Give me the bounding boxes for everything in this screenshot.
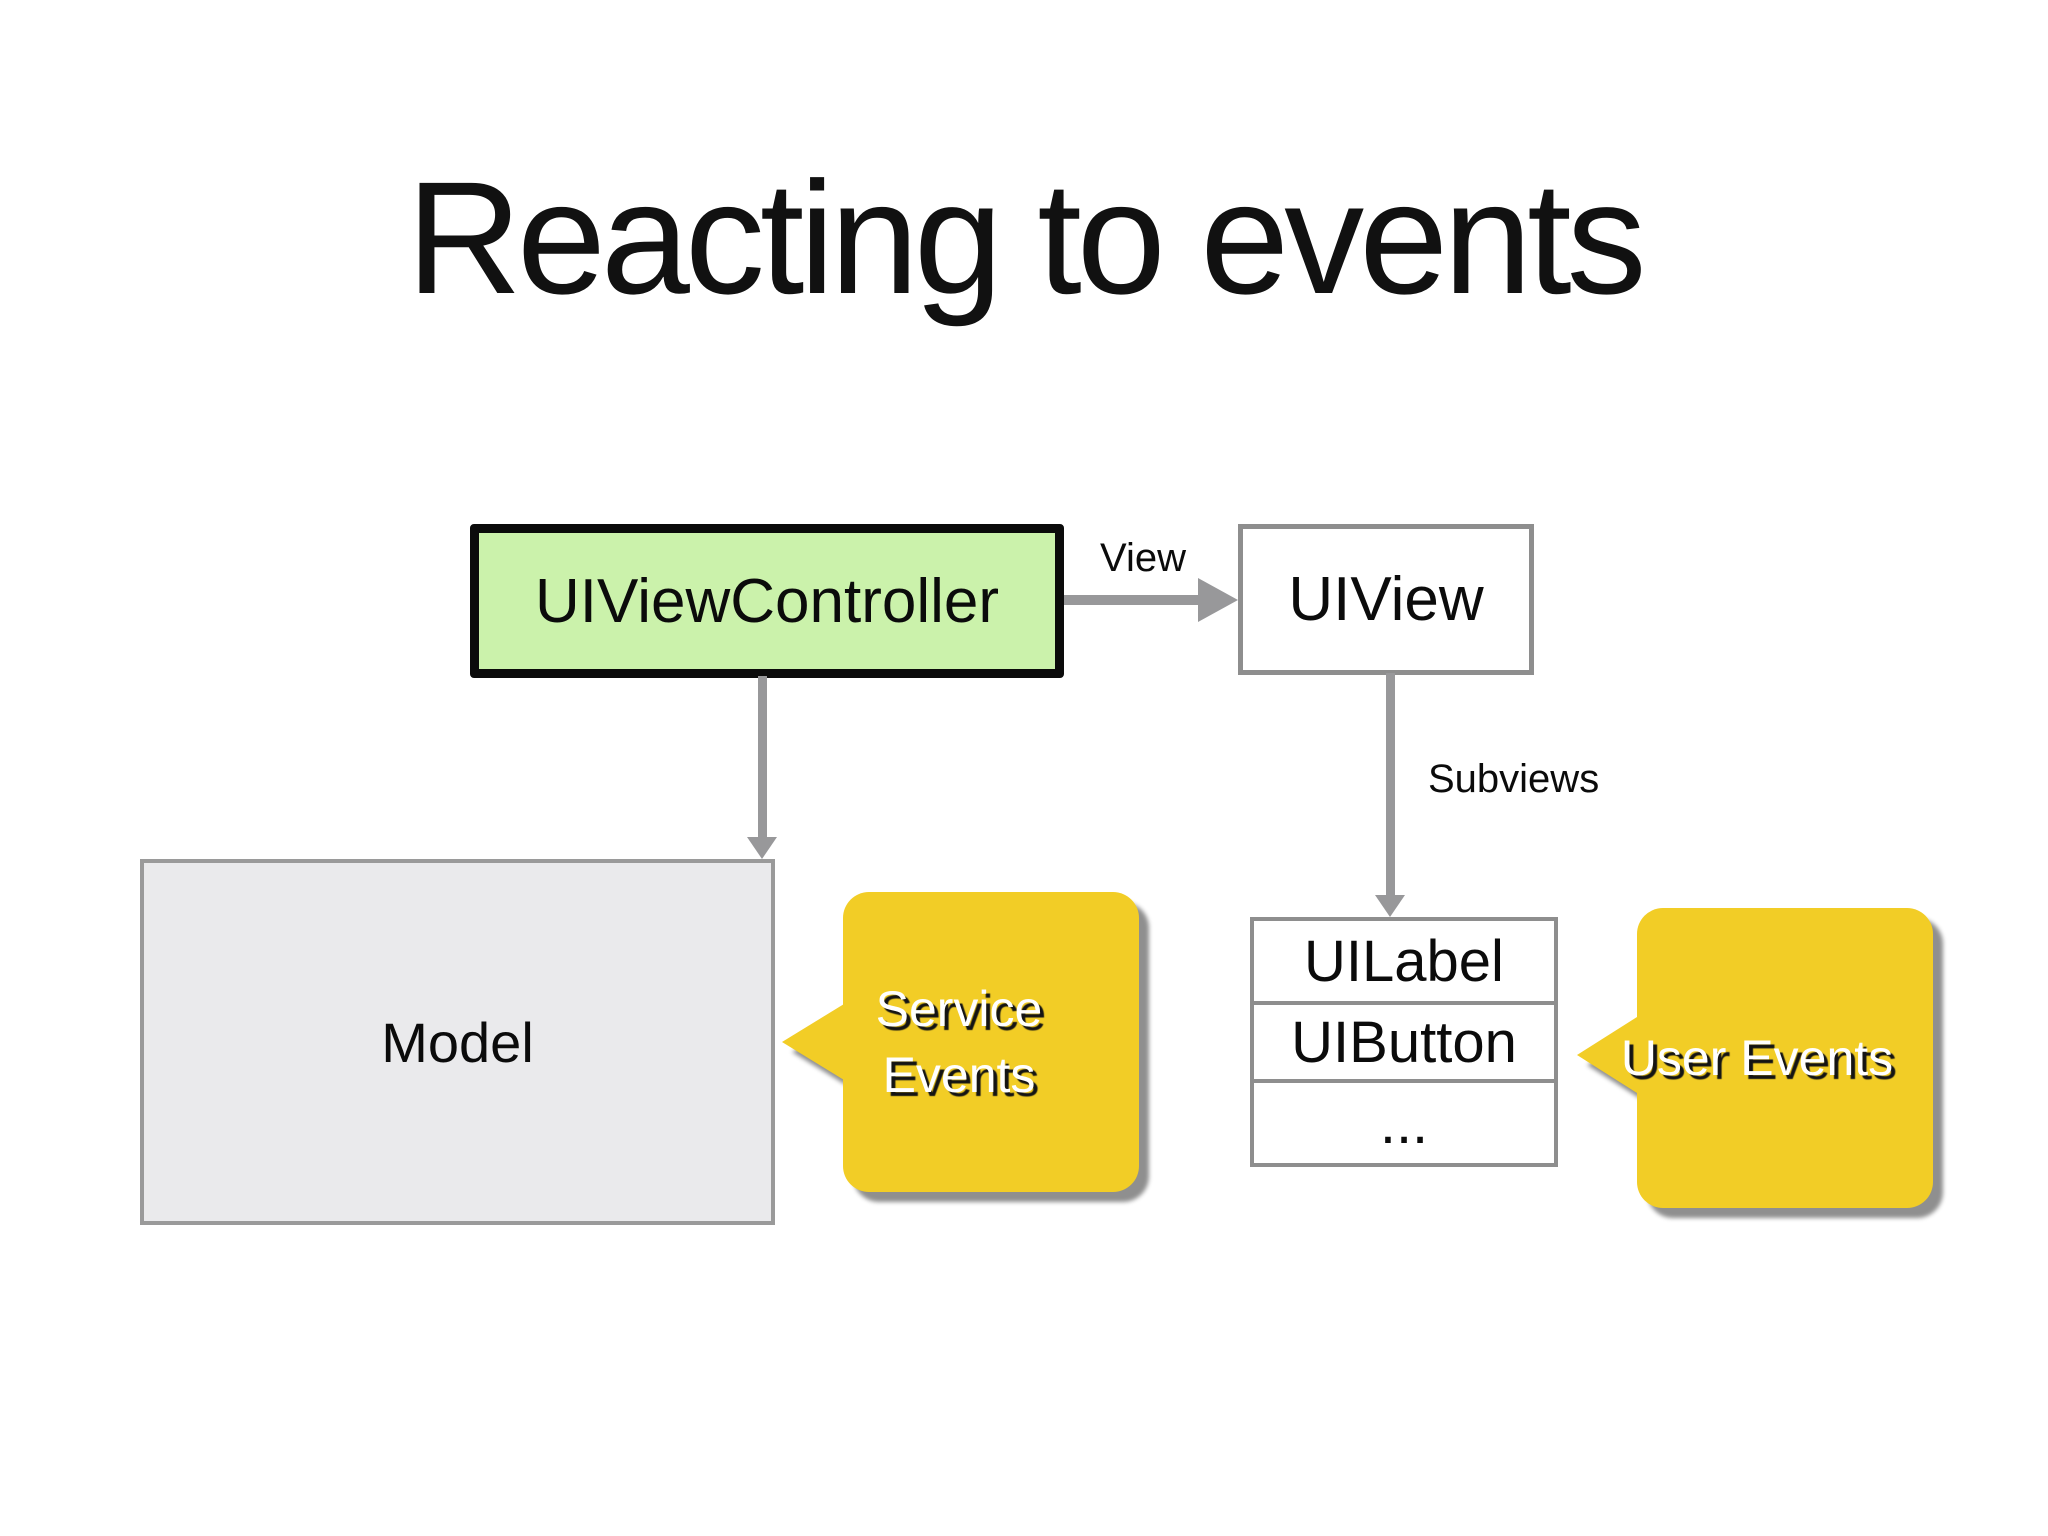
service-events-callout: Service Events [782, 892, 1139, 1192]
user-callout-body [1637, 908, 1933, 1208]
user-callout-label: User Events [1609, 908, 1905, 1208]
service-callout-line2: Events [882, 1047, 1036, 1103]
uiview-label: UIView [1288, 565, 1484, 634]
uiviewcontroller-box: UIViewController [470, 524, 1064, 678]
subviews-arrow-head-icon [1375, 895, 1405, 917]
model-box: Model [140, 859, 775, 1225]
subviews-table: UILabel UIButton ... [1250, 917, 1558, 1167]
slide-title: Reacting to events [406, 148, 1646, 327]
user-events-callout: User Events [1577, 908, 1933, 1208]
table-row-ellipsis: ... [1254, 1079, 1554, 1163]
model-label: Model [381, 1010, 534, 1074]
table-row-uilabel: UILabel [1254, 921, 1554, 1001]
view-edge-label: View [1100, 536, 1186, 580]
table-row-uibutton-text: UIButton [1291, 1009, 1517, 1075]
table-row-uilabel-text: UILabel [1304, 928, 1504, 994]
view-arrow-head-icon [1198, 578, 1238, 622]
uiviewcontroller-label: UIViewController [534, 566, 1000, 636]
controller-model-arrow-head-icon [747, 837, 777, 859]
service-callout-label: Service Events [811, 892, 1107, 1192]
user-callout-tail-icon [1577, 1017, 1637, 1093]
subviews-edge-label: Subviews [1428, 757, 1600, 801]
table-row-ellipsis-text: ... [1379, 1090, 1429, 1156]
service-callout-body [843, 892, 1139, 1192]
service-callout-line1: Service [875, 981, 1043, 1037]
subviews-arrow-line [1386, 673, 1395, 896]
table-row-uibutton: UIButton [1254, 1001, 1554, 1079]
user-callout-text: User Events [1620, 1030, 1894, 1086]
uiview-box: UIView [1238, 524, 1534, 675]
service-callout-tail-icon [782, 1004, 844, 1080]
controller-model-arrow-line [758, 676, 767, 838]
view-arrow-line [1064, 595, 1200, 605]
